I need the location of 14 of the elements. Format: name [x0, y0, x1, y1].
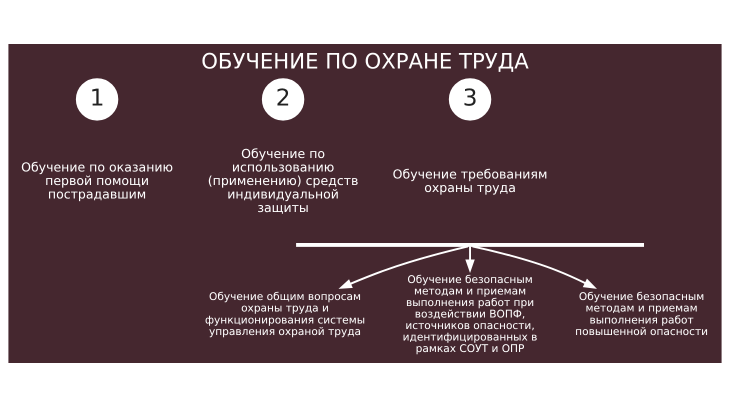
- node-circle: 1: [76, 78, 118, 120]
- node-circle: 3: [448, 78, 492, 120]
- node-label: Обучение требованиям охраны труда: [392, 166, 548, 194]
- node-label: Обучение по использованию (применению) средств индивидуальной защиты: [208, 146, 358, 215]
- arrow: [465, 246, 475, 273]
- node-text: Обучение безопасным методам и приемам выполнения работ при воздействии ВОПФ, источников опасности, идентифицированных в рамках СОУТ и ОПР: [402, 273, 538, 355]
- node-circle: 2: [262, 78, 304, 120]
- node-bar: [296, 242, 644, 246]
- node-text: Обучение безопасным методам и приемам выполнения работ повышенной опасности: [575, 290, 708, 338]
- arrow: [338, 244, 468, 288]
- node-text: Обучение общим вопросам охраны труда и функционирования системы управления охраной труда: [204, 290, 366, 338]
- arrow: [472, 244, 597, 288]
- diagram-title: ОБУЧЕНИЕ ПО ОХРАНЕ ТРУДА: [201, 48, 529, 74]
- node-label: Обучение по оказанию первой помощи пострадавшим: [21, 159, 174, 202]
